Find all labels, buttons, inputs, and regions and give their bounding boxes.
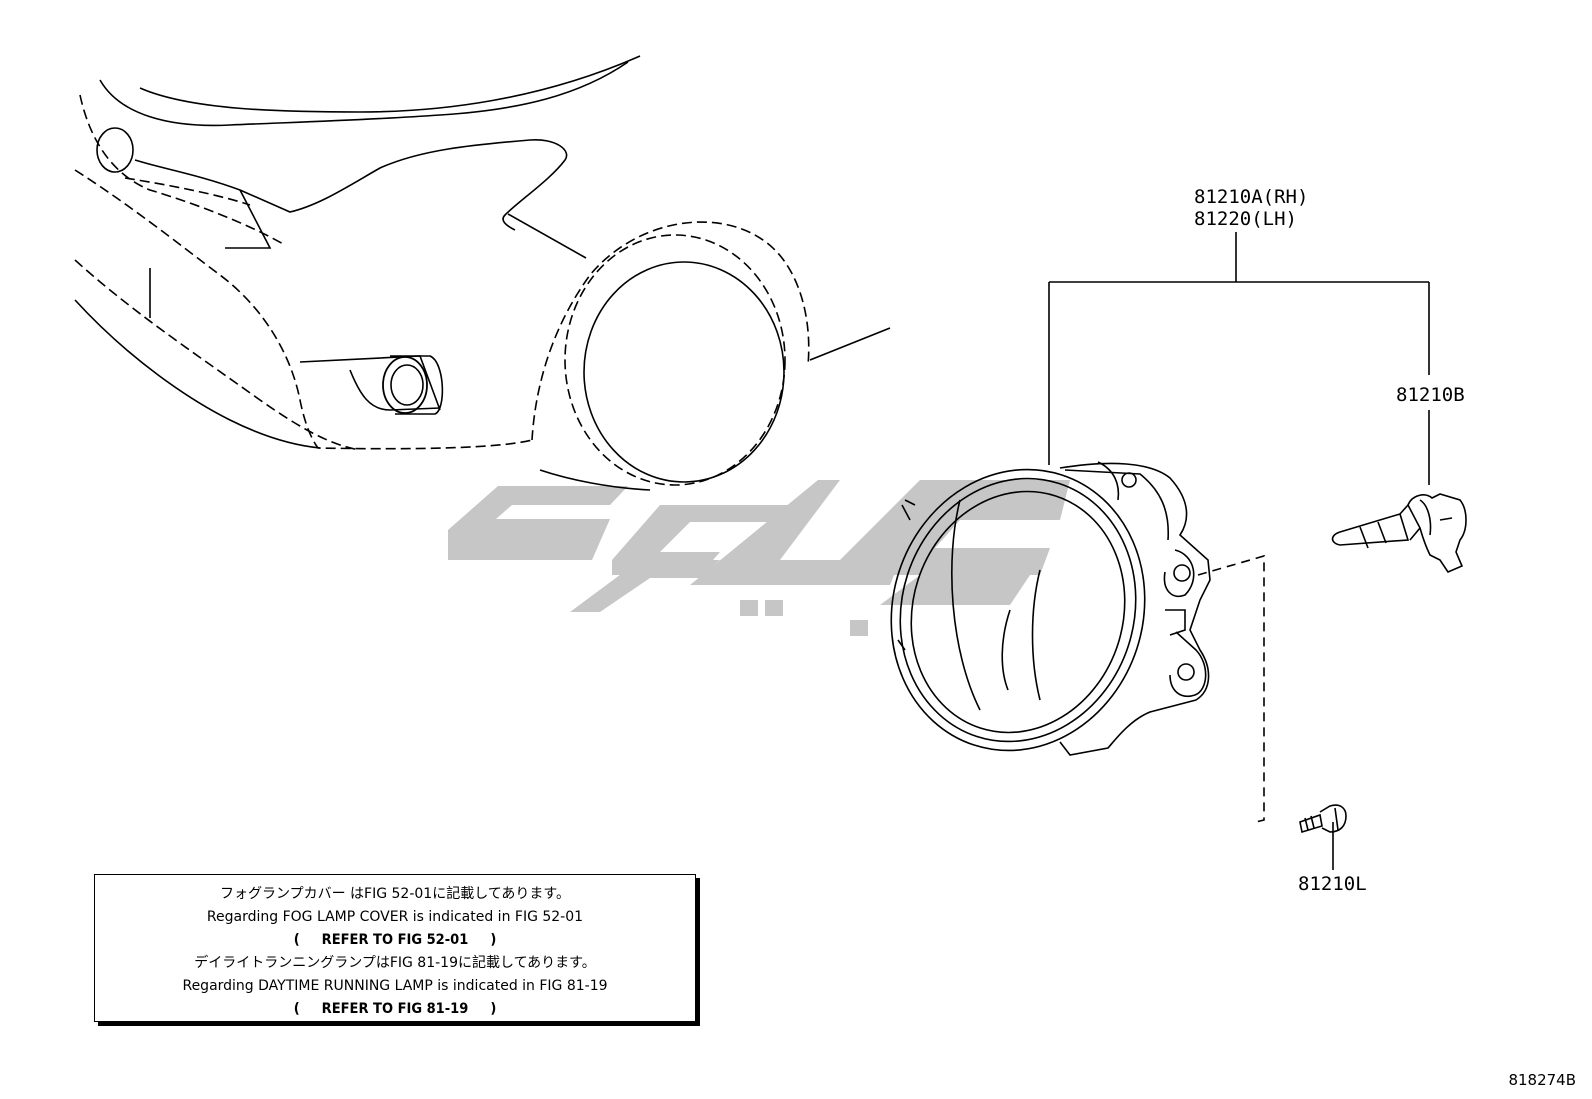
note-refer-fig-81-19: ( REFER TO FIG 81-19) [95,998,695,1021]
callout-screw: 81210L [1298,873,1367,895]
screw-icon [1299,804,1347,834]
callout-fog-lamp-rh: 81210A(RH) [1194,186,1309,208]
refer-link-81-19: REFER TO FIG 81-19 [321,1001,469,1017]
paren-open: ( [293,932,300,948]
paren-close: ) [490,932,497,948]
vehicle-front-outline [74,55,891,491]
note-refer-fig-52-01: ( REFER TO FIG 52-01) [95,929,695,952]
callout-bulb: 81210B [1396,384,1465,406]
callout-fog-lamp-lh: 81220(LH) [1194,208,1297,230]
note-line-jp-drl: デイライトランニングランプはFIG 81-19に記載してあります。 [194,955,596,971]
note-line-en-fog-cover: Regarding FOG LAMP COVER is indicated in… [206,909,584,925]
paren-close: ) [490,1001,497,1017]
fog-lamp-assembly [890,461,1211,756]
watermark-logo [448,480,1070,636]
note-line-en-drl: Regarding DAYTIME RUNNING LAMP is indica… [182,978,608,994]
refer-link-52-01: REFER TO FIG 52-01 [321,932,469,948]
bulb-icon [1331,493,1467,573]
figure-id: 818274B [1508,1071,1576,1089]
note-line-jp-fog-cover: フォグランプカバー はFIG 52-01に記載してあります。 [220,886,570,902]
reference-note-box: フォグランプカバー はFIG 52-01に記載してあります。 Regarding… [94,874,696,1022]
paren-open: ( [293,1001,300,1017]
leader-lines [1048,232,1430,870]
